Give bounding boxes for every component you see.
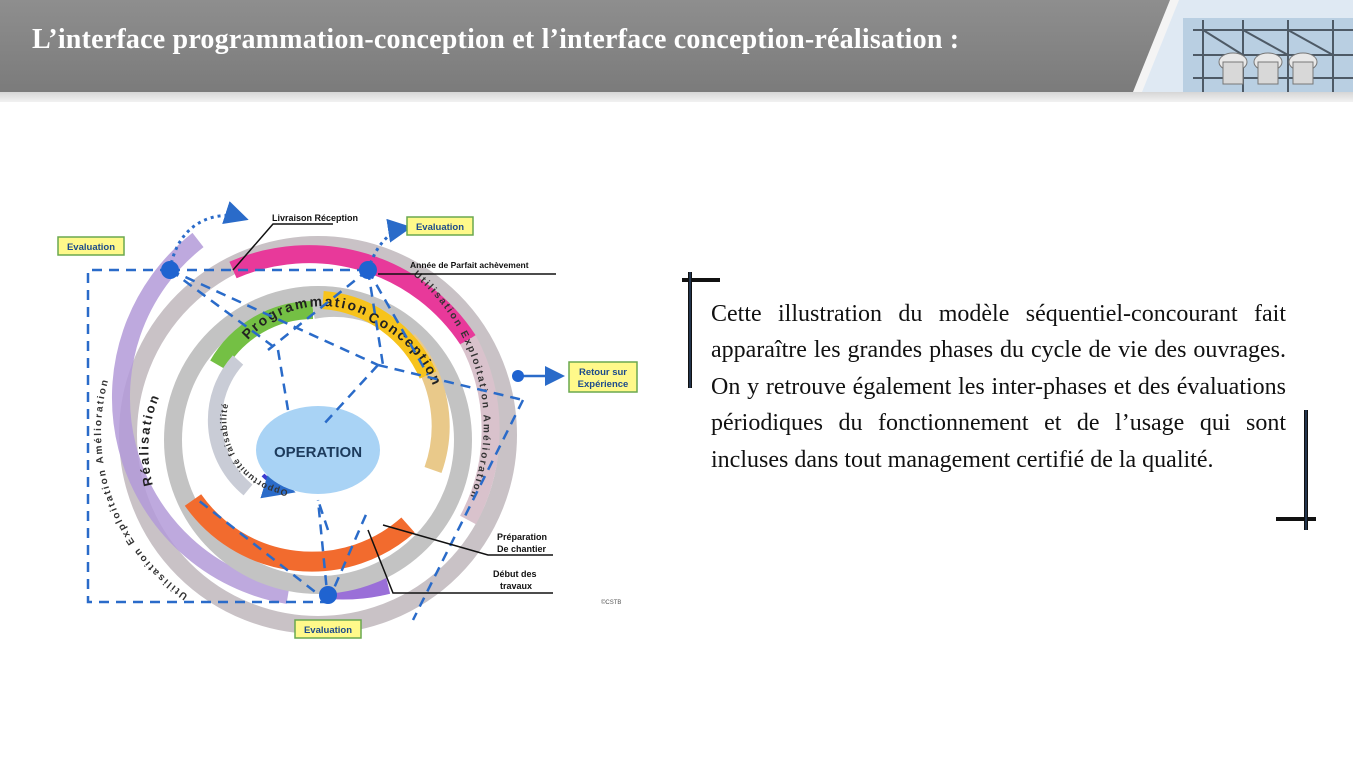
retour-label-2: Expérience (578, 379, 629, 390)
arc-opportunite (207, 355, 253, 496)
header-strip (0, 92, 1353, 102)
evaluation-label-bottom: Evaluation (304, 625, 352, 636)
debut-label-1: Début des (493, 569, 537, 579)
annee-label: Année de Parfait achèvement (410, 260, 529, 270)
header-bar: L’interface programmation-conception et … (0, 0, 1353, 92)
factory-photo (1133, 0, 1353, 92)
life-cycle-diagram: OPERATION Programmation Conception Réali… (57, 201, 638, 639)
evaluation-node-top (359, 261, 377, 279)
evaluation-box-top (406, 216, 474, 236)
dashed-links (86, 268, 525, 621)
preparation-leader (382, 524, 553, 556)
preparation-label-2: De chantier (497, 544, 547, 554)
arc-left-purple (111, 232, 290, 604)
center-ellipse (256, 406, 380, 494)
bracket-ornament-top (682, 272, 720, 388)
preparation-label-1: Préparation (497, 532, 547, 542)
livraison-label: Livraison Réception (272, 213, 358, 223)
arc-label-realisation: Réalisation (136, 391, 162, 488)
retour-label-1: Retour sur (579, 367, 627, 378)
evaluation-label-top: Evaluation (416, 222, 464, 233)
credit-label: ©CSTB (601, 599, 621, 606)
middle-ring (164, 286, 472, 594)
retour-box (568, 361, 638, 393)
arc-realisation-orange (184, 494, 415, 572)
retour-node (512, 370, 524, 382)
evaluation-node-left (161, 261, 179, 279)
evaluation-box-left (57, 236, 125, 256)
bracket-ornament-bottom (1276, 410, 1316, 530)
evaluation-box-bottom (294, 619, 362, 639)
arc-programmation-green (210, 301, 314, 370)
arc-pink (229, 245, 476, 345)
center-label: OPERATION (274, 444, 362, 461)
arc-right-light (460, 335, 500, 525)
debut-label-2: travaux (500, 581, 532, 591)
description-paragraph: Cette illustration du modèle séquentiel-… (711, 301, 1286, 473)
debut-leader (367, 529, 553, 594)
evaluation-label-left: Evaluation (67, 242, 115, 253)
arc-arrow (260, 467, 296, 499)
livraison-leader (232, 223, 333, 271)
page-title: L’interface programmation-conception et … (32, 24, 960, 55)
evaluation-node-bottom (319, 586, 337, 604)
